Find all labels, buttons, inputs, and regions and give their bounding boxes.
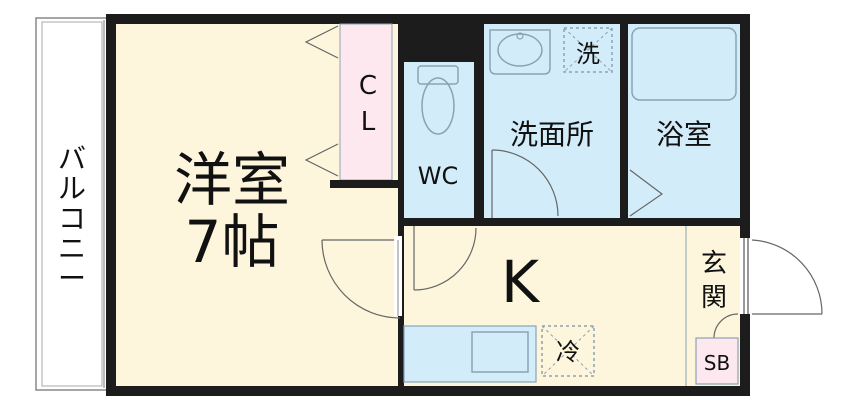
balcony-label-4: ニ [58, 232, 86, 265]
toilet-label: WC [418, 162, 459, 190]
balcony-label-3: コ [58, 202, 86, 235]
toilet-room: WC [404, 62, 474, 218]
fridge-label: 冷 [556, 338, 580, 366]
balcony-label-5: ー [58, 262, 86, 295]
washer-label: 洗 [576, 40, 600, 68]
fridge-space [541, 325, 595, 377]
entrance-door [740, 238, 823, 315]
kitchen: 冷 K [403, 226, 686, 386]
closet-label-l: L [361, 107, 376, 137]
bathroom: 浴室 [628, 24, 740, 218]
entrance-label-1: 玄 [701, 249, 727, 279]
washer-space [563, 27, 613, 73]
western-room-name: 洋室 [174, 146, 290, 214]
entrance: 玄 関 SB [685, 226, 740, 386]
closet: C L [304, 23, 393, 181]
balcony: バ ル コ ニ ー [35, 17, 109, 391]
shoe-box-label: SB [704, 351, 730, 375]
kitchen-label: K [501, 248, 541, 316]
washroom: 洗 洗面所 [484, 24, 620, 218]
shoe-box [695, 337, 739, 385]
washroom-label: 洗面所 [510, 118, 594, 151]
closet-label-c: C [359, 71, 377, 101]
western-room-size: 7帖 [185, 208, 280, 276]
bathroom-label: 浴室 [656, 118, 712, 151]
entrance-label-2: 関 [701, 283, 727, 313]
balcony-label-2: ル [58, 172, 86, 205]
balcony-label-1: バ [58, 142, 86, 175]
